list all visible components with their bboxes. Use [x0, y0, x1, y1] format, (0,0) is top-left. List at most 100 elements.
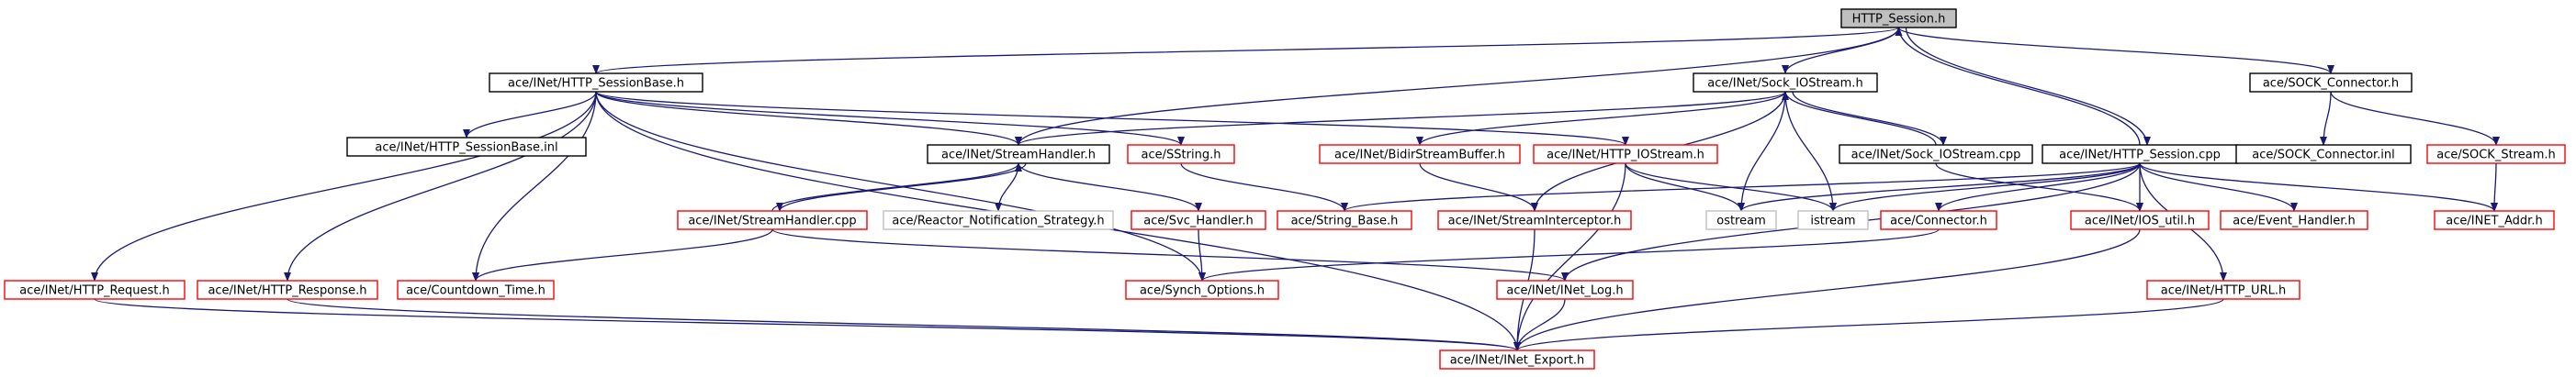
node-box [2434, 210, 2555, 230]
node-inet-export-h[interactable]: ace/INet/INet_Export.h [1439, 349, 1595, 370]
node-sock-connector-h[interactable]: ace/SOCK_Connector.h [2249, 72, 2413, 93]
node-bidirstreambuffer-h[interactable]: ace/INet/BidirStreamBuffer.h [1319, 144, 1521, 164]
edge-http-iostream-h-to-inet-export-h [1513, 162, 1626, 351]
edge-ios-util-h-to-inet-export-h [1513, 228, 2141, 351]
node-label: ace/INet/Sock_IOStream.cpp [1851, 149, 2021, 162]
node-streamhandler-cpp[interactable]: ace/INet/StreamHandler.cpp [677, 210, 868, 230]
node-svc-handler-h[interactable]: ace/Svc_Handler.h [1131, 210, 1266, 230]
edge-http-sessionbase-h-to-sstring-h [595, 91, 1185, 146]
edges-layer [91, 27, 2500, 351]
edge-http-session-cpp-to-connector-h [1935, 162, 2141, 212]
node-label: ace/Synch_Options.h [1140, 284, 1265, 298]
edge-sock-iostream-h-to-sock-iostream-cpp [1792, 91, 1947, 146]
node-label: ace/INet/INet_Export.h [1450, 354, 1585, 368]
node-box [4, 280, 186, 300]
node-sock-iostream-h[interactable]: ace/INet/Sock_IOStream.h [1693, 72, 1878, 93]
node-label: ace/INet/StreamHandler.cpp [688, 215, 856, 228]
node-http-url-h[interactable]: ace/INet/HTTP_URL.h [2146, 280, 2300, 300]
node-box [2249, 72, 2413, 93]
node-box [1127, 144, 1235, 164]
edge-sock-connector-h-to-sock-stream-h [2330, 91, 2500, 146]
node-sock-iostream-cpp[interactable]: ace/INet/Sock_IOStream.cpp [1839, 144, 2033, 164]
edge-http-session-cpp-to-ostream [1738, 162, 2141, 212]
node-label: ace/INet/BidirStreamBuffer.h [1334, 149, 1505, 162]
edge-streamhandler-h-to-streamhandler-cpp [776, 162, 1027, 212]
node-string-base-h[interactable]: ace/String_Base.h [1277, 210, 1412, 230]
node-ios-util-h[interactable]: ace/INet/IOS_util.h [2070, 210, 2210, 230]
node-label: ace/INet/INet_Log.h [1506, 284, 1623, 298]
node-label: istream [1810, 215, 1855, 228]
node-reactor-notification-strategy-h: ace/Reactor_Notification_Strategy.h [883, 210, 1114, 230]
node-box [197, 280, 378, 300]
node-synch-options-h[interactable]: ace/Synch_Options.h [1125, 280, 1279, 300]
node-label: ostream [1716, 215, 1766, 228]
node-connector-h[interactable]: ace/Connector.h [1880, 210, 1997, 230]
node-label: ace/SString.h [1142, 149, 1221, 162]
node-box [489, 72, 703, 93]
edge-sock-iostream-h-to-bidirstreambuffer-h [1416, 91, 1786, 146]
node-label: ace/Svc_Handler.h [1143, 215, 1253, 228]
edge-http-session-h-to-sock-connector-h [1897, 27, 2334, 74]
node-streaminterceptor-h[interactable]: ace/INet/StreamInterceptor.h [1437, 210, 1632, 230]
edge-sock-iostream-cpp-to-sock-iostream-h [1782, 91, 1937, 146]
node-http-response-h[interactable]: ace/INet/HTTP_Response.h [197, 280, 378, 300]
edge-http-iostream-h-to-ostream [1625, 162, 1745, 212]
node-box [677, 210, 868, 230]
edge-streamhandler-cpp-to-countdown-time-h [472, 228, 773, 282]
edge-http-session-cpp-to-http-session-h [1895, 27, 2141, 146]
node-label: ace/INet/IOS_util.h [2085, 215, 2195, 228]
node-box [2070, 210, 2210, 230]
node-box [1125, 280, 1279, 300]
node-box [346, 137, 587, 157]
node-box [883, 210, 1114, 230]
node-box [1319, 144, 1521, 164]
node-label: ace/INet/StreamInterceptor.h [1448, 215, 1622, 228]
node-box [1797, 210, 1869, 230]
node-label: ace/SOCK_Connector.h [2263, 77, 2399, 91]
node-istream: istream [1797, 210, 1869, 230]
node-http-session-cpp[interactable]: ace/INet/HTTP_Session.cpp [2042, 144, 2238, 164]
node-label: ace/Reactor_Notification_Strategy.h [892, 215, 1104, 228]
node-box [1880, 210, 1997, 230]
node-label: ace/SOCK_Connector.inl [2252, 149, 2395, 162]
node-streamhandler-h[interactable]: ace/INet/StreamHandler.h [927, 144, 1110, 164]
node-label: ace/Connector.h [1890, 215, 1987, 228]
node-label: ace/INet/HTTP_IOStream.h [1547, 149, 1704, 162]
node-label: ace/INET_Addr.h [2446, 215, 2542, 228]
nodes-layer: HTTP_Session.h ace/INet/HTTP_SessionBase.… [4, 8, 2566, 370]
node-http-request-h[interactable]: ace/INet/HTTP_Request.h [4, 280, 186, 300]
edge-sock-stream-h-to-inet-addr-h [2491, 162, 2499, 212]
node-box [1705, 210, 1777, 230]
node-countdown-time-h[interactable]: ace/Countdown_Time.h [397, 280, 555, 300]
node-label: ace/INet/HTTP_URL.h [2161, 284, 2286, 298]
node-sock-connector-inl[interactable]: ace/SOCK_Connector.inl [2235, 144, 2412, 164]
node-sstring-h[interactable]: ace/SString.h [1127, 144, 1235, 164]
node-event-handler-h[interactable]: ace/Event_Handler.h [2220, 210, 2368, 230]
edge-streamhandler-cpp-to-streamhandler-h [771, 162, 1022, 212]
edge-http-sessionbase-h-to-streamhandler-h [595, 91, 1022, 146]
edge-sstring-h-to-string-base-h [1180, 162, 1348, 212]
edge-http-sessionbase-h-to-http-iostream-h [595, 91, 1629, 146]
edge-sock-iostream-h-to-streamhandler-h [1015, 91, 1786, 146]
edge-http-session-cpp-to-string-base-h [1341, 162, 2141, 212]
node-label: HTTP_Session.h [1852, 13, 1946, 27]
node-http-sessionbase-h[interactable]: ace/INet/HTTP_SessionBase.h [489, 72, 703, 93]
node-box [1496, 280, 1634, 300]
node-inet-addr-h[interactable]: ace/INET_Addr.h [2434, 210, 2555, 230]
edge-http-sessionbase-h-to-http-response-h [284, 91, 597, 282]
node-sock-stream-h[interactable]: ace/SOCK_Stream.h [2426, 144, 2566, 164]
edge-http-request-h-to-inet-export-h [94, 298, 1521, 351]
node-label: ace/INet/HTTP_Request.h [19, 284, 169, 298]
node-http-iostream-h[interactable]: ace/INet/HTTP_IOStream.h [1533, 144, 1718, 164]
node-http-session-h[interactable]: HTTP_Session.h [1840, 8, 1957, 28]
node-box [1439, 349, 1595, 370]
node-label: ace/INet/HTTP_Response.h [208, 284, 366, 298]
node-inet-log-h[interactable]: ace/INet/INet_Log.h [1496, 280, 1634, 300]
node-label: ace/INet/HTTP_SessionBase.h [508, 77, 684, 91]
node-http-sessionbase-inl[interactable]: ace/INet/HTTP_SessionBase.inl [346, 137, 587, 157]
edge-http-sessionbase-h-to-http-sessionbase-inl [463, 91, 597, 139]
edge-streamhandler-cpp-to-inet-log-h [771, 228, 1569, 282]
edge-inet-log-h-to-inet-export-h [1513, 298, 1566, 351]
node-box [397, 280, 555, 300]
